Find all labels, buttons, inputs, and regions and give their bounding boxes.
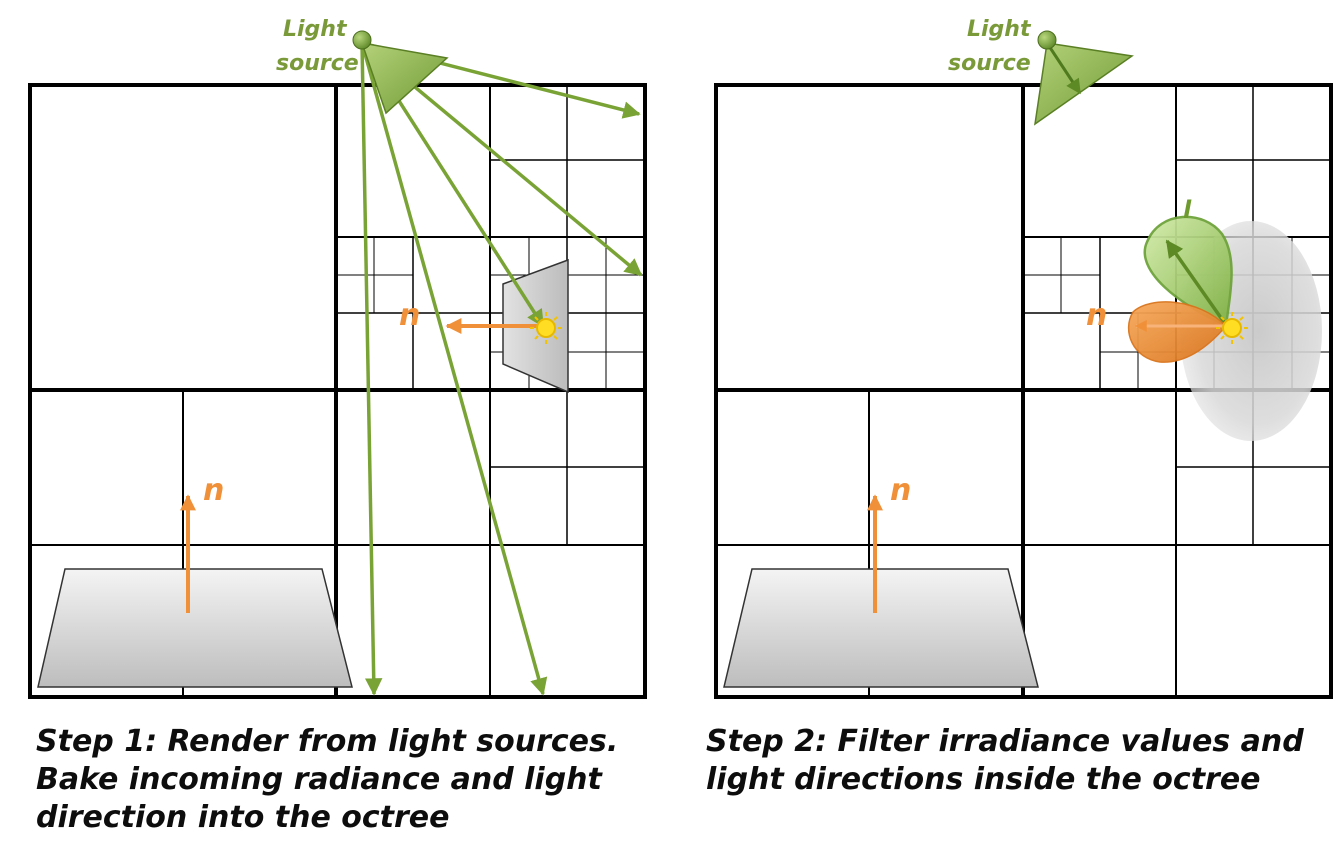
step2-sun-icon [1216, 312, 1248, 344]
step1-light-rays [360, 41, 643, 696]
step2-light-direction-arrow [1165, 239, 1228, 327]
step1-caption-line: Step 1: Render from light sources. [36, 724, 619, 759]
step1-sun-icon [530, 312, 562, 344]
step1-light-label-line1: Light [283, 17, 348, 42]
step2-light-direction-label: l [1183, 196, 1192, 224]
step2-wall-normal-label: n [1086, 298, 1107, 333]
step2-caption-line: light directions inside the octree [706, 762, 1261, 797]
step2-caption-line: Step 2: Filter irradiance values and [706, 724, 1304, 759]
step1-caption-line: direction into the octree [36, 800, 450, 835]
step2-caption: Step 2: Filter irradiance values and lig… [706, 723, 1304, 799]
step1-panel: n Light source n [28, 17, 647, 699]
step2-light-label-line1: Light [967, 17, 1032, 42]
step1-wall-normal-label: n [399, 298, 420, 333]
step2-floor-surface [723, 568, 1039, 688]
step1-light-source-icon [352, 30, 449, 115]
step1-caption: Step 1: Render from light sources. Bake … [36, 723, 618, 837]
step1-caption-line: Bake incoming radiance and light [36, 762, 602, 797]
step2-panel: n l n Light source [714, 17, 1333, 699]
step2-floor-normal-label: n [890, 473, 911, 508]
step1-light-label-line2: source [276, 51, 359, 76]
step1-floor-surface [37, 568, 353, 688]
step1-floor-normal-label: n [203, 473, 224, 508]
step2-light-label-line2: source [948, 51, 1031, 76]
step2-light-source-icon [1034, 30, 1134, 126]
step2-normal-lobe [1127, 301, 1228, 363]
